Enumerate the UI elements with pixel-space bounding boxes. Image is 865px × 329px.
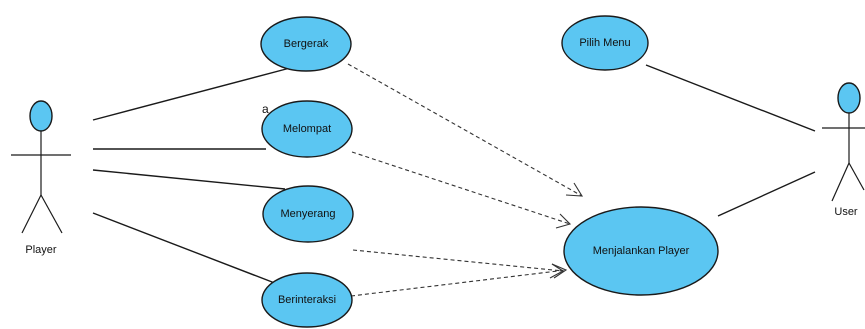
association-player-bergerak — [92, 67, 291, 121]
use-case-melompat: Melompat — [261, 100, 353, 158]
use-case-berinteraksi-label: Berinteraksi — [278, 294, 336, 306]
use-case-bergerak: Bergerak — [260, 16, 352, 72]
dependency-bergerak-arrow — [565, 182, 584, 197]
actor-player-label: Player — [25, 244, 57, 256]
dependency-berinteraksi — [350, 269, 567, 297]
association-player-berinteraksi — [92, 212, 286, 288]
use-case-menyerang: Menyerang — [262, 185, 354, 243]
actor-user: User — [822, 82, 865, 218]
actor-player: Player — [11, 100, 71, 256]
actor-user-label: User — [834, 206, 858, 218]
dependency-menyerang-arrow — [549, 263, 565, 279]
use-case-melompat-label: Melompat — [283, 123, 331, 135]
actor-player-head — [29, 100, 53, 132]
use-case-pilih-menu-label: Pilih Menu — [579, 37, 630, 49]
use-case-menyerang-label: Menyerang — [280, 208, 335, 220]
stray-annotation: a — [262, 102, 269, 116]
use-case-berinteraksi: Berinteraksi — [261, 272, 353, 328]
dependency-bergerak — [347, 63, 583, 197]
dependency-melompat — [351, 151, 571, 225]
use-case-bergerak-label: Bergerak — [284, 38, 329, 50]
actor-user-head — [837, 82, 861, 114]
use-case-menjalankan-player: Menjalankan Player — [563, 206, 719, 296]
association-player-menyerang — [92, 169, 286, 190]
dependency-menyerang — [352, 249, 564, 272]
association-user-menjalankan-player — [717, 171, 816, 217]
dependency-melompat-arrow — [555, 213, 572, 229]
association-user-pilih-menu — [645, 64, 816, 132]
use-case-pilih-menu: Pilih Menu — [561, 15, 649, 71]
dependency-berinteraksi-arrow — [551, 263, 568, 279]
use-case-menjalankan-player-label: Menjalankan Player — [593, 245, 690, 257]
